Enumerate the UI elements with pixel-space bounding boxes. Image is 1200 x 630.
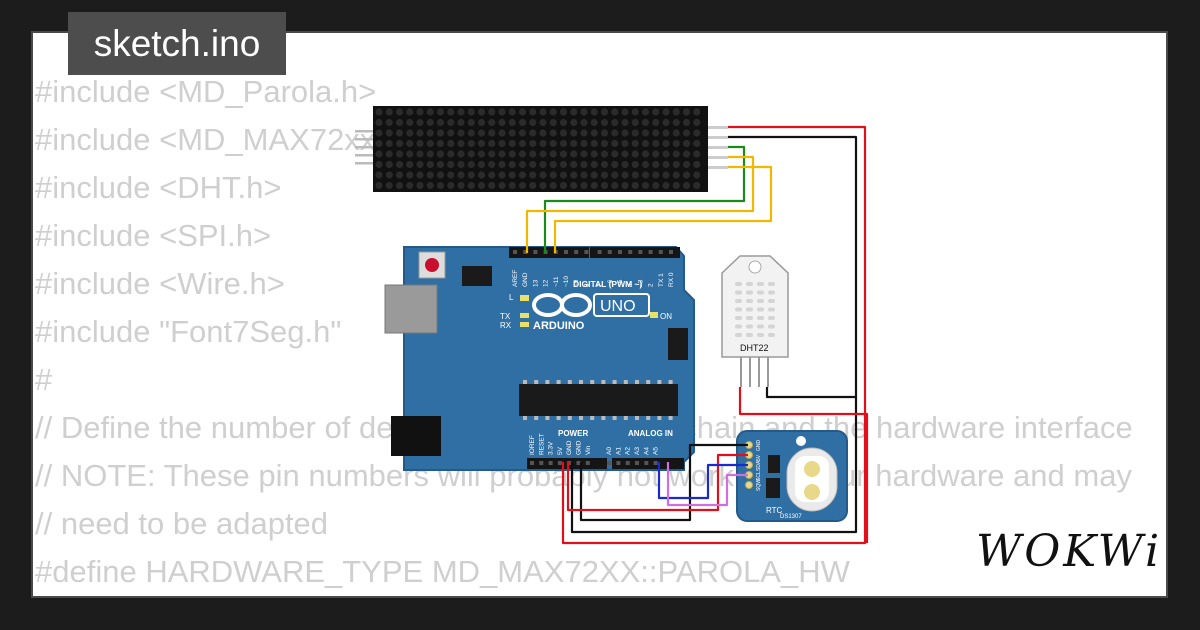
rtc-pin-label: SDA [756, 460, 762, 471]
pin-label: 13 [532, 279, 539, 287]
pin-label: A2 [625, 447, 632, 455]
dht-grille [735, 282, 775, 337]
reset-button[interactable] [425, 258, 439, 272]
rtc-pin-label: 5V [756, 454, 762, 461]
rx-led [520, 322, 529, 327]
pin-label: GND [522, 272, 529, 287]
pin-label: AREF [512, 270, 519, 287]
code-line: #include <MD_Parola.h> [35, 74, 377, 109]
pin-label: TX 1 [658, 273, 665, 287]
microcontroller-chip [519, 380, 678, 420]
pin-label: Vin [585, 445, 592, 455]
arduino-logo [532, 293, 592, 317]
rtc-chip [766, 478, 780, 498]
pin-label: GND [576, 440, 583, 455]
icsp-header-left [462, 266, 492, 286]
pin-label: ~11 [553, 276, 560, 287]
rtc-pin-label: SQW [756, 479, 762, 491]
uno-label: UNO [600, 298, 636, 315]
rtc-crystal [768, 455, 780, 473]
power-label: POWER [558, 429, 588, 438]
dht22-label: DHT22 [740, 343, 769, 353]
code-line: #include <Wire.h> [35, 266, 285, 301]
pin-label: 12 [543, 279, 550, 287]
pin-label: A4 [643, 447, 650, 455]
pin-label: ~5 [617, 279, 624, 287]
wokwi-logo: WOKWi [976, 522, 1159, 582]
pin-label: IOREF [529, 435, 536, 455]
code-line: #include <SPI.h> [35, 218, 272, 253]
wire-rtc-sda [657, 462, 748, 500]
wires [525, 125, 869, 545]
code-line: # [35, 362, 53, 397]
header-digital-low [590, 247, 680, 258]
pin-label: 5V [557, 446, 564, 455]
pin-label: RESET [538, 433, 545, 455]
pin-label: 8 [583, 283, 590, 287]
rx-label: RX [500, 321, 512, 330]
l-led [520, 295, 529, 301]
rtc-pin-label: SCL [756, 471, 762, 481]
code-line: #include "Font7Seg.h" [35, 314, 342, 349]
wire-matrix-vcc [561, 125, 867, 545]
analog-label: ANALOG IN [628, 429, 673, 438]
bottom-pin-holes [530, 461, 658, 465]
on-led [650, 312, 658, 318]
pin-label: A0 [606, 447, 613, 455]
wire-dht-gnd [765, 387, 856, 399]
matrix-dots [375, 108, 701, 190]
pin-label: 3.3V [548, 441, 555, 455]
code-line: #include <DHT.h> [35, 170, 282, 205]
pin-label: ~9 [573, 279, 580, 287]
pin-label: A3 [634, 447, 641, 455]
arduino-brand: ARDUINO [533, 320, 585, 332]
pin-label: ~3 [637, 279, 644, 287]
tx-led [520, 313, 529, 318]
header-digital-high [509, 247, 589, 258]
matrix-right-pins [708, 126, 728, 169]
usb-port [384, 284, 438, 334]
rtc-pin-label: GND [756, 440, 762, 452]
file-tab[interactable]: sketch.ino [68, 12, 286, 75]
digital-label: DIGITAL (PWM ~) [573, 279, 643, 289]
matrix-left-pins [355, 130, 373, 165]
rtc-label: RTC [766, 506, 783, 515]
code-line: // need to be adapted [35, 506, 329, 541]
pin-label: 2 [648, 283, 655, 287]
wire-dht-vcc [738, 387, 869, 543]
wire-matrix-cs [525, 155, 755, 253]
uno-badge [593, 293, 650, 317]
pin-label: 7 [597, 283, 604, 287]
pin-label: A5 [653, 447, 660, 455]
led-matrix[interactable] [355, 106, 728, 192]
pin-label: ~10 [563, 276, 570, 287]
code-preview: #include <MD_Parola.h>#include <MD_MAX72… [35, 68, 1135, 596]
code-line: #define HARDWARE_TYPE MD_MAX72XX::PAROLA… [35, 554, 850, 589]
l-led-label: L [509, 293, 514, 302]
wire-matrix-gnd [570, 135, 858, 534]
wire-rtc-5v [566, 453, 748, 512]
pin-label: RX 0 [668, 272, 675, 287]
pin-label: GND [566, 440, 573, 455]
wire-matrix-din [543, 145, 746, 253]
rtc-chip-label: DS1307 [780, 514, 802, 520]
icsp-header-right [668, 328, 688, 360]
wire-matrix-clk [553, 165, 773, 253]
adafruit-logo [796, 436, 806, 446]
on-label: ON [660, 312, 672, 321]
pin-label: ~6 [607, 279, 614, 287]
power-jack [391, 416, 441, 456]
dht22-sensor[interactable]: DHT22 [721, 255, 789, 387]
tx-label: TX [500, 312, 511, 321]
pin-label: A1 [615, 447, 622, 455]
wire-rtc-scl [666, 462, 748, 507]
pin-label: 4 [627, 283, 634, 287]
